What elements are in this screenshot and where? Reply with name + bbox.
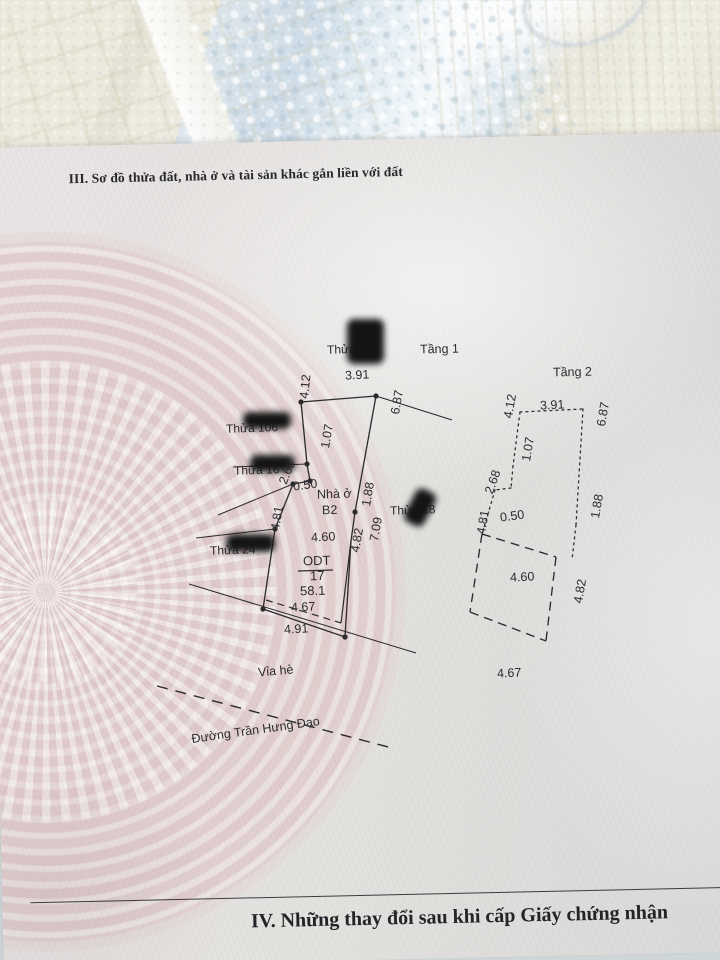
footer-divider [30, 886, 720, 904]
watermark-outer-rays [0, 234, 404, 950]
page-light-sheen [0, 131, 720, 960]
section-iv-heading: IV. Những thay đổi sau khi cấp Giấy chứn… [250, 901, 669, 933]
page-guilloche-texture [0, 131, 720, 960]
dong-son-drum-watermark [0, 234, 404, 950]
watermark-inner-rays [0, 234, 404, 950]
certificate-page: III. Sơ đồ thửa đất, nhà ở và tài sản kh… [0, 131, 720, 960]
section-iii-heading: III. Sơ đồ thửa đất, nhà ở và tài sản kh… [68, 163, 404, 187]
watermark-tint [0, 224, 414, 960]
page-guilloche-texture-2 [0, 131, 720, 960]
